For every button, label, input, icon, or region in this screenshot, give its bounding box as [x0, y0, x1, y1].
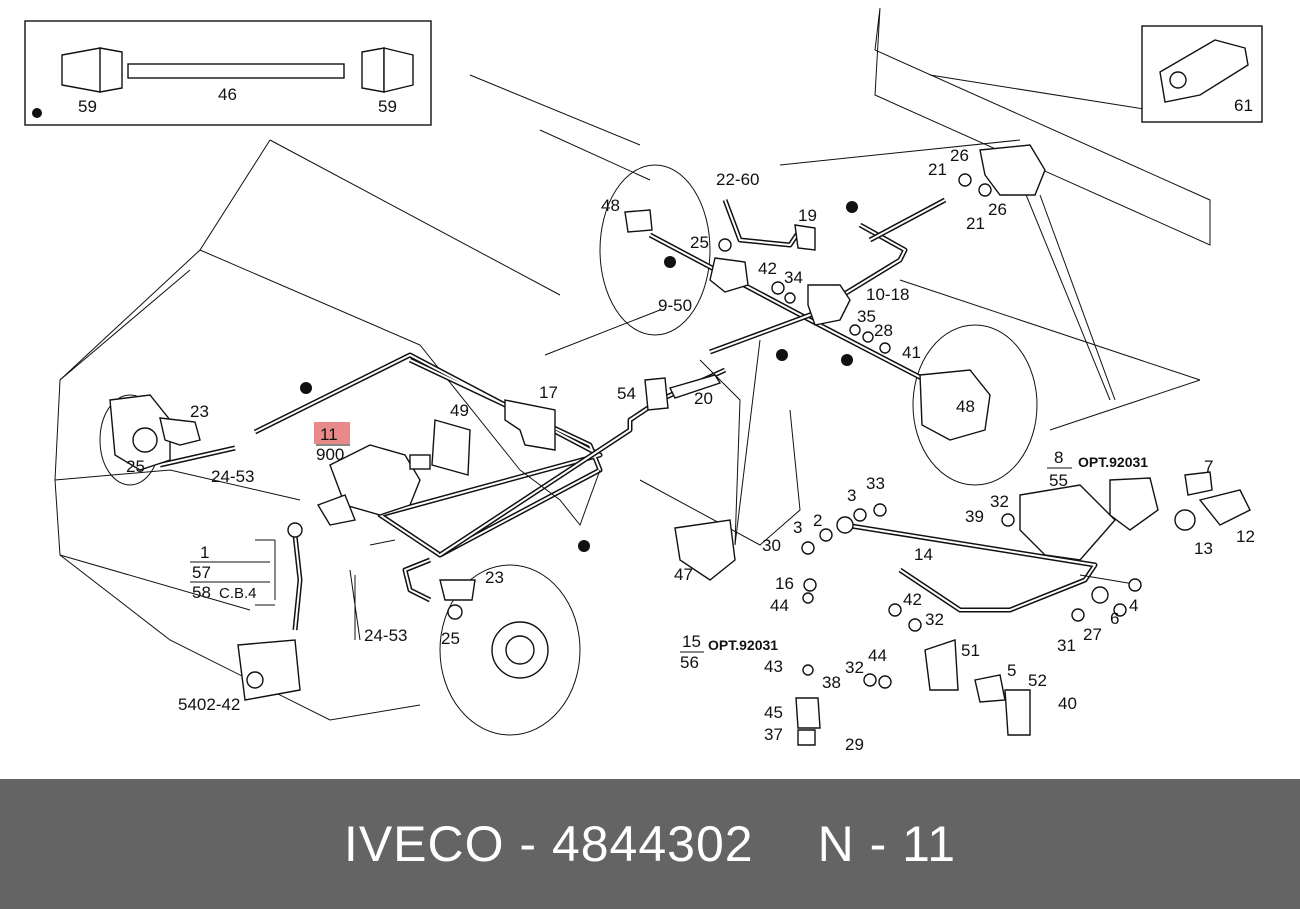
- label-17: 17: [539, 383, 558, 402]
- label-47: 47: [674, 565, 693, 584]
- label-13: 13: [1194, 539, 1213, 558]
- label-15: 15: [682, 632, 701, 651]
- label-27: 27: [1083, 625, 1102, 644]
- label-3-b: 3: [793, 518, 802, 537]
- footer-part-ref: IVECO - 4844302: [343, 816, 754, 872]
- label-54: 54: [617, 384, 636, 403]
- label-49: 49: [450, 401, 469, 420]
- exploded-view-drawing: 59 46 59 61 11 900 22-60 48 19 25 42 34 …: [24, 7, 1263, 754]
- inset-label-59-left: 59: [78, 97, 97, 116]
- label-9-50: 9-50: [658, 296, 692, 315]
- label-14: 14: [914, 545, 933, 564]
- label-26-b: 26: [988, 200, 1007, 219]
- label-23-bottom: 23: [485, 568, 504, 587]
- footer-bar: IVECO - 4844302 N - 11: [0, 779, 1300, 909]
- inset-label-59-right: 59: [378, 97, 397, 116]
- label-39: 39: [965, 507, 984, 526]
- label-25-left: 25: [126, 457, 145, 476]
- label-900: 900: [316, 445, 344, 464]
- label-44-a: 44: [770, 596, 789, 615]
- leader-lines: [255, 179, 1141, 640]
- callout-labels: 22-60 48 19 25 42 34 9-50 10-18 35 28 41…: [126, 146, 1255, 754]
- label-32-c: 32: [990, 492, 1009, 511]
- label-31: 31: [1057, 636, 1076, 655]
- label-22-60: 22-60: [716, 170, 759, 189]
- label-38: 38: [822, 673, 841, 692]
- label-3-a: 3: [847, 486, 856, 505]
- parts-diagram: 59 46 59 61 11 900 22-60 48 19 25 42 34 …: [24, 7, 1263, 754]
- label-56: 56: [680, 653, 699, 672]
- wheel-drums: [99, 164, 1038, 736]
- label-57: 57: [192, 563, 211, 582]
- label-55: 55: [1049, 471, 1068, 490]
- label-45: 45: [764, 703, 783, 722]
- label-48-right: 48: [956, 397, 975, 416]
- label-48-top: 48: [601, 196, 620, 215]
- label-opt-bottom: OPT.92031: [708, 637, 778, 653]
- inset-label-46: 46: [218, 85, 237, 104]
- footer-page-ref: N - 11: [817, 816, 957, 872]
- label-32-b: 32: [925, 610, 944, 629]
- inset-clip-box: 61: [1141, 25, 1263, 123]
- reference-dots: [300, 201, 858, 552]
- label-cb4: C.B.4: [219, 585, 257, 602]
- label-24-53-bottom: 24-53: [364, 626, 407, 645]
- label-23-left: 23: [190, 402, 209, 421]
- label-5402-42: 5402-42: [178, 695, 240, 714]
- label-19: 19: [798, 206, 817, 225]
- label-16: 16: [775, 574, 794, 593]
- label-21-a: 21: [928, 160, 947, 179]
- label-26-a: 26: [950, 146, 969, 165]
- label-12: 12: [1236, 527, 1255, 546]
- label-25-top: 25: [690, 233, 709, 252]
- label-58: 58: [192, 583, 211, 602]
- label-25-bottom: 25: [441, 629, 460, 648]
- label-6: 6: [1110, 609, 1119, 628]
- frame-rails: [469, 7, 1211, 431]
- component-shapes: [109, 144, 1251, 746]
- label-5: 5: [1007, 661, 1016, 680]
- label-43: 43: [764, 657, 783, 676]
- label-29: 29: [845, 735, 864, 754]
- label-11-highlighted: 11: [320, 425, 338, 444]
- label-7: 7: [1204, 457, 1213, 476]
- highlight-box: [314, 422, 350, 444]
- label-4: 4: [1129, 596, 1138, 615]
- inset-label-61: 61: [1234, 96, 1253, 115]
- label-opt-right: OPT.92031: [1078, 454, 1148, 470]
- label-28: 28: [874, 321, 893, 340]
- label-34: 34: [784, 268, 803, 287]
- brake-pipes: [159, 197, 1098, 631]
- cab-body-outline: [54, 139, 561, 721]
- label-20: 20: [694, 389, 713, 408]
- label-8: 8: [1054, 448, 1063, 467]
- label-42-top: 42: [758, 259, 777, 278]
- label-51: 51: [961, 641, 980, 660]
- inset-tube-box: 59 46 59: [24, 20, 432, 126]
- label-33: 33: [866, 474, 885, 493]
- label-44-b: 44: [868, 646, 887, 665]
- label-42-mid: 42: [903, 590, 922, 609]
- label-40: 40: [1058, 694, 1077, 713]
- label-24-53-left: 24-53: [211, 467, 254, 486]
- label-2: 2: [813, 511, 822, 530]
- label-30: 30: [762, 536, 781, 555]
- label-37: 37: [764, 725, 783, 744]
- label-41: 41: [902, 343, 921, 362]
- label-10-18: 10-18: [866, 285, 909, 304]
- label-1: 1: [200, 543, 209, 562]
- label-35: 35: [857, 307, 876, 326]
- label-52: 52: [1028, 671, 1047, 690]
- label-32-a: 32: [845, 658, 864, 677]
- footer-caption: IVECO - 4844302 N - 11: [0, 779, 1300, 909]
- label-21-b: 21: [966, 214, 985, 233]
